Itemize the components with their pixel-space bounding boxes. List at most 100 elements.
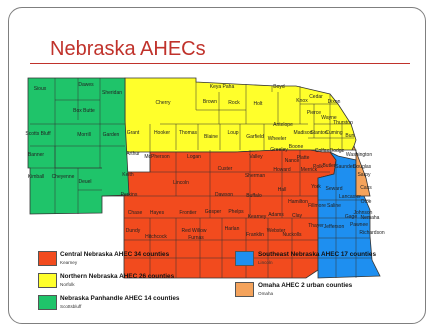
- county-label: Sheridan: [102, 90, 122, 96]
- county-label: Pierce: [307, 110, 321, 116]
- county-label: Dundy: [126, 228, 141, 234]
- county-label: Kearney: [248, 214, 267, 220]
- county-label: Dawes: [78, 82, 94, 88]
- county-label: Howard: [273, 167, 290, 173]
- county-label: Harlan: [225, 226, 240, 232]
- county-label: Saline: [327, 203, 341, 209]
- county-label: Washington: [346, 152, 372, 158]
- county-label: Cherry: [155, 100, 171, 106]
- county-label: Jefferson: [324, 224, 345, 230]
- page-title: Nebraska AHECs: [50, 38, 206, 60]
- legend-swatch-southeast: [235, 251, 254, 266]
- county-label: Pawnee: [350, 222, 368, 228]
- county-label: Burt: [345, 133, 355, 139]
- county-label: Fillmore: [308, 203, 326, 209]
- county-label: Colfax: [315, 148, 330, 154]
- county-label: Seward: [326, 186, 343, 192]
- county-label: Valley: [249, 154, 263, 160]
- legend-title-central: Central Nebraska AHEC 34 counties: [60, 251, 170, 258]
- county-label: Scotts Bluff: [25, 131, 51, 137]
- legend-swatch-panhandle: [38, 295, 57, 310]
- county-label: Blaine: [204, 134, 218, 140]
- county-label: Cass: [360, 185, 372, 191]
- county-label: Thayer: [308, 223, 324, 229]
- county-label: Platte: [297, 155, 310, 161]
- county-label: Morrill: [77, 132, 91, 138]
- county-label: Sioux: [34, 86, 47, 92]
- county-label: Perkins: [121, 192, 138, 198]
- county-label: Holt: [254, 101, 264, 107]
- legend-swatch-central: [38, 251, 57, 266]
- county-label: Lincoln: [173, 180, 189, 186]
- legend-city-northern: Norfolk: [60, 282, 75, 287]
- county-label: Frontier: [179, 210, 197, 216]
- county-label: Dawson: [215, 192, 233, 198]
- county-label: Banner: [28, 152, 44, 158]
- county-label: Johnson: [354, 210, 373, 216]
- legend-swatch-omaha: [235, 282, 254, 297]
- county-label: Sarpy: [357, 172, 371, 178]
- legend-title-southeast: Southeast Nebraska AHEC 17 counties: [258, 251, 377, 258]
- county-label: Butler: [322, 163, 335, 169]
- county-label: Douglas: [353, 164, 372, 170]
- county-label: Dodge: [330, 148, 345, 154]
- county-label: Webster: [267, 228, 286, 234]
- legend-title-northern: Northern Nebraska AHEC 26 counties: [60, 273, 175, 280]
- county-label: Grant: [127, 130, 140, 136]
- county-label: Hamilton: [288, 199, 308, 205]
- county-label: Furnas: [188, 235, 204, 241]
- county-label: Merrick: [301, 167, 318, 173]
- legend-city-central: Kearney: [60, 260, 78, 265]
- county-label: Boyd: [273, 84, 285, 90]
- county-label: Arthur: [126, 151, 140, 157]
- county-label: Chase: [128, 210, 143, 216]
- legend-city-southeast: Lincoln: [258, 260, 273, 265]
- county-label: Brown: [203, 99, 217, 105]
- county-label: Franklin: [246, 232, 264, 238]
- county-label: Deuel: [78, 179, 91, 185]
- county-label: Hall: [278, 187, 287, 193]
- county-label: Sherman: [245, 173, 266, 179]
- legend-title-omaha: Omaha AHEC 2 urban counties: [258, 282, 353, 289]
- county-label: Richardson: [359, 230, 385, 236]
- county-label: Custer: [218, 166, 233, 172]
- county-label: Lancaster: [339, 194, 361, 200]
- county-label: Rock: [228, 100, 240, 106]
- county-label: Polk: [313, 164, 323, 170]
- county-label: Garfield: [246, 134, 264, 140]
- county-label: Greeley: [270, 147, 288, 153]
- county-label: Hitchcock: [145, 234, 167, 240]
- county-label: Loup: [227, 130, 238, 136]
- county-label: Nuckolls: [283, 232, 302, 238]
- county-label: Thurston: [333, 120, 353, 126]
- county-label: Kimball: [28, 174, 44, 180]
- legend-title-panhandle: Nebraska Panhandle AHEC 14 counties: [60, 295, 180, 302]
- county-label: Clay: [292, 213, 303, 219]
- legend-city-panhandle: Scottsbluff: [60, 304, 82, 309]
- county-label: Hayes: [150, 210, 165, 216]
- county-label: Logan: [187, 154, 201, 160]
- county-label: Cheyenne: [52, 174, 75, 180]
- county-label: Thomas: [179, 130, 198, 136]
- county-label: Keith: [122, 172, 134, 178]
- county-label: Stanton: [310, 130, 327, 136]
- county-label: Red Willow: [181, 228, 206, 234]
- county-label: Gosper: [205, 209, 222, 215]
- county-label: Nemaha: [361, 215, 380, 221]
- county-label: Box Butte: [73, 108, 95, 114]
- county-label: Adams: [268, 212, 284, 218]
- county-label: Gage: [345, 214, 357, 220]
- county-label: Boone: [289, 144, 304, 150]
- county-label: Buffalo: [246, 193, 262, 199]
- county-label: McPherson: [144, 154, 170, 160]
- county-label: Otoe: [361, 199, 372, 205]
- county-label: York: [311, 184, 321, 190]
- county-label: Wheeler: [268, 136, 287, 142]
- legend-city-omaha: Omaha: [258, 291, 274, 296]
- county-label: Knox: [296, 98, 308, 104]
- omaha-region: [351, 145, 371, 197]
- county-label: Nance: [285, 158, 300, 164]
- county-label: Antelope: [273, 122, 293, 128]
- county-label: Cuming: [325, 130, 342, 136]
